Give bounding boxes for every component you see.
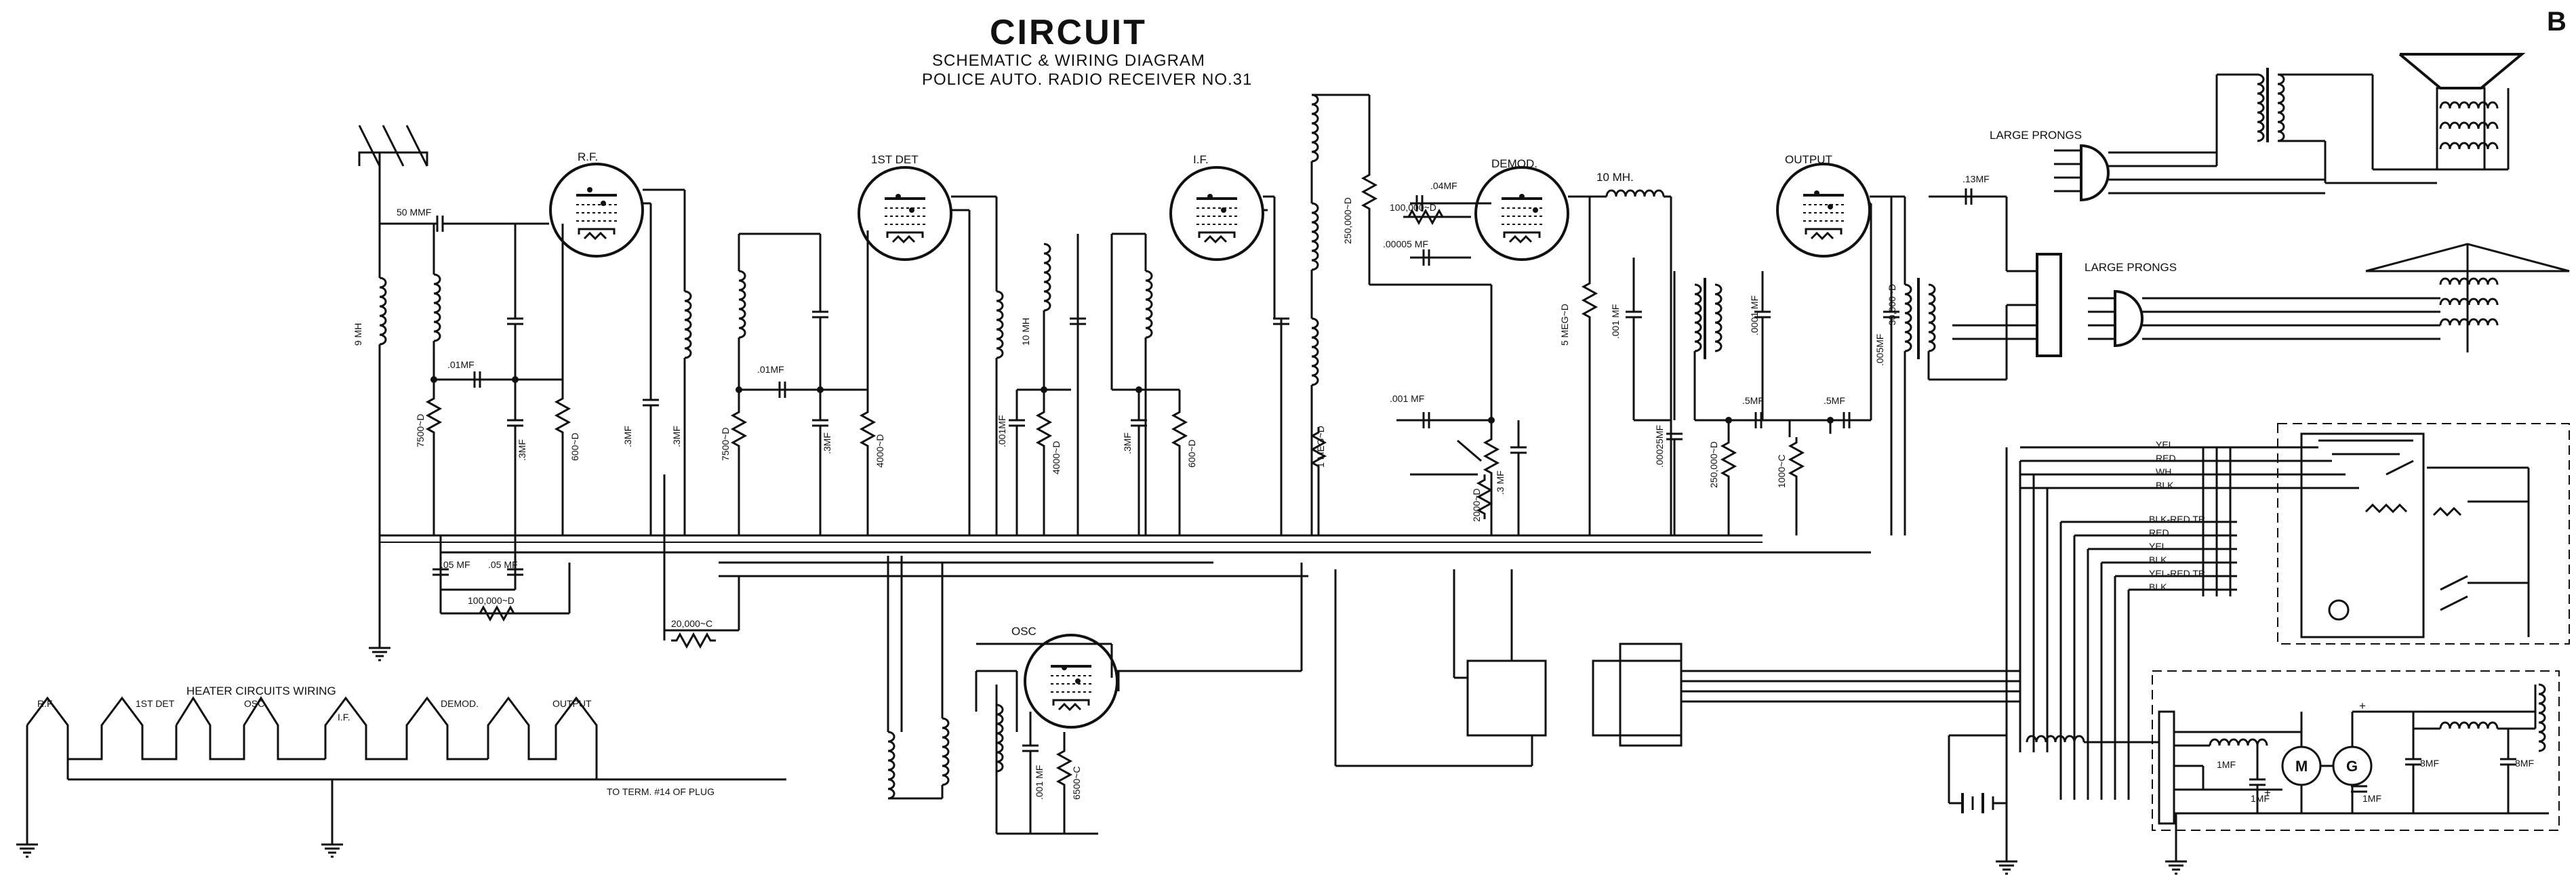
wire-label: YEL: [2156, 439, 2174, 450]
label-c-00025mf: .00025MF: [1654, 424, 1665, 468]
model-name: POLICE AUTO. RADIO RECEIVER NO.31: [922, 70, 1253, 89]
label-c-05mf-a: .05 MF: [441, 559, 470, 570]
label-l-9mh: 9 MH: [353, 323, 363, 346]
generator-label: G: [2346, 758, 2358, 775]
label-r-2000: 2000~D: [1471, 488, 1482, 522]
label-power-1mf-a: 1MF: [2251, 793, 2270, 804]
label-r-1meg: 1 MEG~D: [1315, 426, 1326, 468]
heater-label: R.F.: [37, 698, 54, 709]
tube-label-output: OUTPUT: [1785, 153, 1832, 166]
label-power-1mf-b: 1MF: [2362, 793, 2381, 804]
tube-label-rf: R.F.: [578, 150, 599, 163]
label-c-50mmf: 50 MMF: [397, 207, 432, 218]
wire-label: YEL: [2149, 541, 2167, 552]
plus-label: +: [2359, 699, 2366, 712]
heater-label: I.F.: [338, 712, 350, 723]
label-r-600-a: 600~D: [569, 432, 580, 461]
label-c-001mf-osc: .001 MF: [1034, 765, 1045, 800]
label-c-3mf-f: .3 MF: [1495, 470, 1506, 495]
label-r-4000-a: 4000~D: [874, 434, 885, 468]
label-l-10mh-a: 10 MH: [1020, 317, 1031, 346]
label-c-01mf-b: .01MF: [757, 364, 784, 375]
label-c-3mf-a: .3MF: [517, 439, 527, 461]
label-r-6500: 6500~C: [1071, 766, 1082, 800]
wire-label: BLK: [2149, 582, 2167, 592]
label-r-7500-a: 7500~D: [415, 413, 426, 447]
heater-label: OSC: [244, 698, 265, 709]
label-c-3mf-d: .3MF: [822, 432, 832, 454]
label-r-4000-b: 4000~D: [1051, 441, 1062, 474]
tube-label-demod: DEMOD.: [1491, 157, 1537, 170]
label-r-30000: 30,000~D: [1887, 283, 1897, 325]
label-power-1mf-c: 1MF: [2217, 759, 2236, 770]
wire-label: RED: [2149, 527, 2169, 538]
label-c-05mf-b: .05 MF: [488, 559, 518, 570]
heater-title: HEATER CIRCUITS WIRING: [186, 685, 336, 697]
label-c-0001mf: .0001 MF: [1749, 295, 1760, 335]
label-c-005mf: .005MF: [1874, 333, 1885, 366]
label-c-001mf-b: .001 MF: [1610, 304, 1621, 339]
label-large-prongs-upper: LARGE PRONGS: [1990, 129, 2082, 142]
sheet-letter: B: [2547, 7, 2567, 37]
label-c-3mf-b: .3MF: [622, 426, 633, 447]
label-large-prongs-lower: LARGE PRONGS: [2085, 261, 2177, 274]
heater-to-term: TO TERM. #14 OF PLUG: [607, 786, 715, 797]
label-c-13mf: .13MF: [1963, 174, 1990, 184]
label-c-04mf: .04MF: [1430, 180, 1457, 191]
heater-label: DEMOD.: [441, 698, 479, 709]
page-subtitle: SCHEMATIC & WIRING DIAGRAM: [932, 52, 1205, 70]
label-power-8mf-b: 8MF: [2515, 758, 2534, 769]
label-c-001mf-c: .001 MF: [1390, 393, 1425, 404]
tube-label-osc: OSC: [1011, 625, 1037, 638]
tube-label-if: I.F.: [1193, 153, 1209, 166]
wire-label: RED: [2156, 453, 2176, 464]
label-r-1000: 1000~C: [1776, 454, 1787, 488]
label-r-7500-b: 7500~D: [720, 427, 731, 461]
wire-label: BLK-RED TR: [2149, 514, 2205, 525]
label-c-00005mf: .00005 MF: [1383, 239, 1428, 249]
label-c-001mf-a: .001MF: [997, 415, 1007, 447]
label-c-01mf-a: .01MF: [447, 359, 475, 370]
page-title: CIRCUIT: [990, 13, 1147, 52]
label-c-3mf-e: .3MF: [1122, 432, 1133, 454]
tube-label-det1: 1ST DET: [871, 153, 919, 166]
motor-label: M: [2295, 758, 2308, 775]
label-r-100000-a: 100,000~D: [1390, 202, 1436, 213]
wire-label: WH: [2156, 466, 2172, 477]
wire-label: BLK: [2156, 480, 2174, 491]
label-c-5mf-a: .5MF: [1742, 395, 1764, 406]
wire-label: BLK: [2149, 554, 2167, 565]
label-r-250000-b: 250,000~D: [1708, 441, 1719, 488]
label-r-100000-b: 100,000~D: [468, 595, 515, 606]
label-c-3mf-c: .3MF: [671, 426, 682, 447]
plus-label: +: [2264, 786, 2271, 799]
label-r-20000: 20,000~C: [671, 618, 713, 629]
label-r-5meg: 5 MEG~D: [1559, 304, 1570, 346]
wire-label: YEL-RED TR: [2149, 568, 2205, 579]
heater-label: OUTPUT: [552, 698, 592, 709]
label-r-600-b: 600~D: [1186, 439, 1197, 468]
heater-label: 1ST DET: [136, 698, 175, 709]
label-c-5mf-b: .5MF: [1824, 395, 1845, 406]
label-power-8mf-a: 8MF: [2420, 758, 2439, 769]
label-r-250000: 250,000~D: [1342, 197, 1353, 244]
label-l-10mh-b: 10 MH.: [1596, 171, 1634, 184]
